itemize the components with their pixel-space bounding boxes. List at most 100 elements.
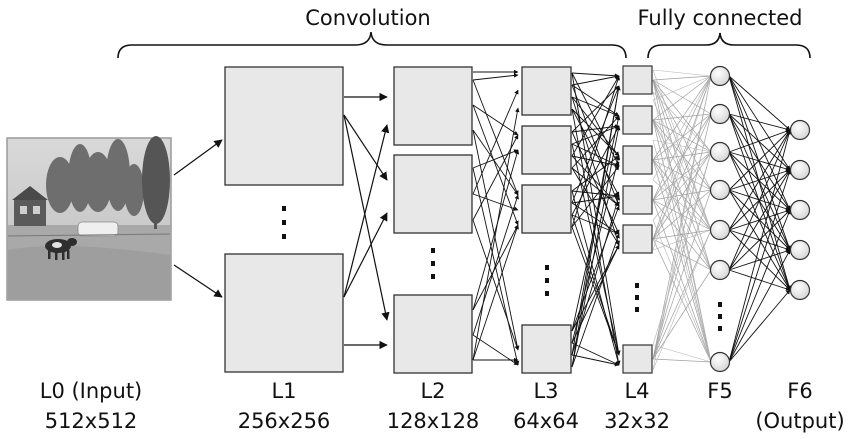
l4-feature-map: [622, 185, 653, 215]
connection-arrow: [472, 104, 519, 136]
l0-size-label: 512x512: [45, 409, 138, 433]
f6-name-label: F6: [787, 379, 812, 403]
connection-arrow: [343, 114, 390, 321]
connection-arrow: [571, 84, 620, 117]
fc-edge: [652, 75, 712, 161]
l4-feature-map: [622, 224, 653, 254]
connection-arrow: [571, 244, 620, 332]
connection-arrow: [472, 129, 519, 196]
fc-edge: [652, 79, 712, 191]
f5-neuron: [709, 65, 731, 87]
fc-edge: [652, 151, 712, 360]
fc-edge: [652, 99, 712, 231]
fully-connected-edges: [652, 69, 712, 371]
l1-name-label: L1: [271, 379, 296, 403]
connection-arrow: [728, 75, 791, 211]
fc-edge: [652, 189, 712, 360]
connection-arrow: [173, 139, 223, 176]
connection-arrow: [472, 104, 519, 226]
fc-edge: [652, 75, 712, 201]
l2-feature-map: [393, 154, 473, 234]
connection-arrow: [728, 169, 791, 363]
connection-arrow: [728, 129, 791, 191]
fc-edge: [652, 91, 712, 363]
connection-arrow: [728, 169, 791, 271]
connection-arrow: [571, 226, 620, 356]
connection-arrow: [472, 149, 519, 169]
connection-arrow: [571, 96, 620, 117]
convolution-arrows: [173, 69, 792, 368]
l3-feature-map: [521, 125, 572, 175]
f5-neuron: [709, 259, 731, 281]
fc-edge: [652, 269, 712, 360]
connection-arrow: [571, 74, 620, 86]
f6-neuron: [789, 199, 811, 221]
fc-edge: [652, 179, 712, 231]
l3-ellipsis: [545, 265, 549, 296]
fc-edge: [652, 75, 712, 121]
fully-connected-group-label: Fully connected: [638, 6, 803, 30]
connection-arrow: [728, 113, 791, 211]
connection-arrow: [571, 131, 620, 235]
layer-l3: [521, 66, 572, 374]
l4-feature-map: [622, 145, 653, 175]
fc-edge: [652, 189, 712, 240]
connection-arrow: [728, 129, 791, 271]
connection-arrow: [728, 113, 791, 251]
layer-l4: [622, 65, 653, 374]
connection-arrow: [571, 85, 621, 368]
layer-f5: [709, 65, 731, 373]
connection-arrow: [571, 125, 621, 368]
f6-neuron: [789, 279, 811, 301]
fc-edge: [652, 139, 712, 363]
connection-arrow: [571, 190, 620, 198]
connection-arrow: [571, 108, 620, 157]
fc-edge: [652, 219, 712, 363]
connection-arrow: [728, 75, 791, 131]
fc-edge: [652, 75, 712, 101]
connection-arrow: [728, 129, 792, 363]
connection-arrow: [571, 75, 620, 228]
connection-arrow: [472, 89, 519, 195]
connection-arrow: [472, 73, 519, 81]
connection-arrow: [571, 165, 620, 228]
connection-arrow: [571, 115, 621, 332]
convolution-group-label: Convolution: [305, 6, 430, 30]
fc-edge: [652, 69, 712, 77]
connection-arrow: [728, 129, 791, 153]
l2-feature-map: [393, 66, 473, 146]
connection-arrow: [571, 155, 620, 192]
l1-size-label: 256x256: [238, 409, 331, 433]
f6-neuron: [789, 159, 811, 181]
connection-arrow: [571, 96, 620, 157]
l4-feature-map: [622, 105, 653, 135]
connection-arrow: [472, 219, 519, 351]
l3-feature-map: [521, 324, 572, 374]
connection-arrow: [571, 214, 620, 356]
fc-edge: [652, 75, 712, 371]
fc-edge: [652, 151, 712, 240]
fc-edge: [652, 139, 712, 153]
fc-edge: [652, 229, 712, 240]
connection-arrow: [472, 107, 520, 361]
fc-edge: [652, 119, 712, 153]
connection-arrow: [571, 167, 620, 246]
connection-arrow: [728, 129, 791, 231]
layer-l2: [393, 66, 473, 374]
fc-edge: [652, 113, 712, 240]
l4-feature-map: [622, 65, 653, 95]
connection-arrow: [571, 233, 620, 368]
f6-size-label: (Output): [755, 409, 844, 433]
fc-edge: [652, 75, 712, 240]
fc-edge: [652, 79, 712, 153]
connection-arrow: [728, 269, 791, 291]
connection-arrow: [571, 124, 620, 133]
connection-arrow: [472, 167, 520, 366]
fc-edge: [652, 199, 712, 363]
f5-neuron: [709, 141, 731, 163]
fc-edge: [652, 113, 712, 360]
connection-arrow: [728, 249, 791, 271]
connection-arrow: [343, 212, 388, 298]
l3-feature-map: [521, 184, 572, 234]
